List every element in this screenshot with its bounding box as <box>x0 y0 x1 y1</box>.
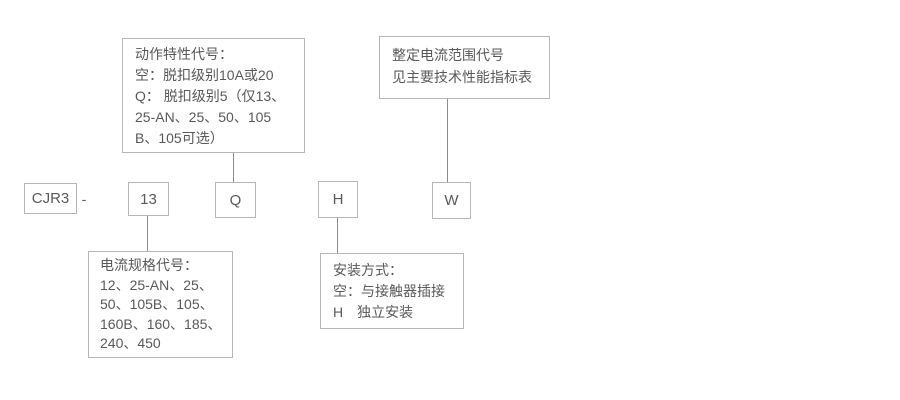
annotation-current-spec-code: 电流规格代号： 12、25-AN、25、 50、105B、105、 160B、1… <box>88 251 233 358</box>
code-box-current-range: W <box>432 182 471 219</box>
annotation-action-characteristic-code: 动作特性代号： 空：脱扣级别10A或20 Q： 脱扣级别5（仅13、 25-AN… <box>122 38 305 153</box>
code-box-current-spec: 13 <box>128 182 169 216</box>
connector-action-annotation-to-q <box>233 153 234 182</box>
model-prefix-box: CJR3 <box>24 183 77 214</box>
code-box-mounting-method: H <box>318 181 358 218</box>
connector-13-to-current-annotation <box>147 216 148 251</box>
code-box-action-characteristic: Q <box>215 182 256 218</box>
annotation-setting-current-range-code: 整定电流范围代号 见主要技术性能指标表 <box>379 36 550 99</box>
connector-h-to-mounting-annotation <box>337 218 338 253</box>
connector-range-annotation-to-w <box>447 99 448 182</box>
model-separator-dash: - <box>81 190 87 207</box>
annotation-mounting-method: 安装方式： 空：与接触器插接 H 独立安装 <box>320 253 464 329</box>
